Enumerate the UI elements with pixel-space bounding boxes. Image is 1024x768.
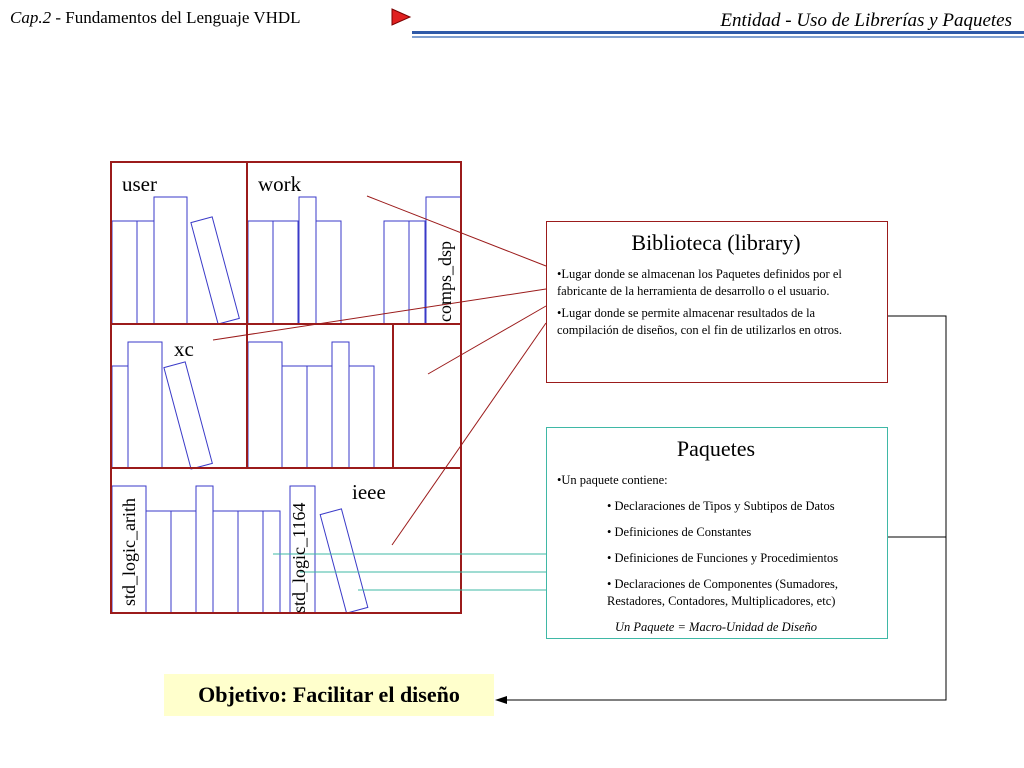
- package-item-1: • Declaraciones de Tipos y Subtipos de D…: [607, 499, 835, 513]
- book-label-std-logic-arith: std_logic_arith: [119, 498, 139, 606]
- package-note: Un Paquete = Macro-Unidad de Diseño: [614, 620, 818, 634]
- book: [247, 220, 274, 325]
- book: [153, 196, 188, 325]
- book: [163, 361, 213, 470]
- objective-bracket: [506, 315, 947, 701]
- book: [111, 220, 138, 325]
- book: [272, 220, 299, 325]
- package-box: Paquetes •Un paquete contiene: • Declara…: [546, 427, 888, 639]
- header-rule-light: [412, 36, 1024, 38]
- book: [170, 510, 197, 614]
- package-item-4: • Declaraciones de Componentes (Sumadore…: [607, 577, 839, 608]
- library-bullet-1: •Lugar donde se almacenan los Paquetes d…: [557, 267, 842, 298]
- arrow-head-icon: [495, 696, 507, 704]
- book: [319, 508, 369, 614]
- package-title: Paquetes: [676, 436, 756, 461]
- shelf-label-work: work: [258, 172, 302, 196]
- objective-callout: Objetivo: Facilitar el diseño: [164, 674, 494, 716]
- library-bullet-2: •Lugar donde se permite almacenar result…: [557, 306, 842, 337]
- next-slide-arrow-icon[interactable]: [390, 7, 414, 27]
- book: [190, 216, 240, 325]
- library-title: Biblioteca (library): [631, 230, 801, 255]
- book: [383, 220, 410, 325]
- book: [247, 341, 283, 469]
- shelf-label-user: user: [122, 172, 157, 196]
- book: [111, 365, 129, 469]
- book: [298, 196, 317, 325]
- library-box: Biblioteca (library) •Lugar donde se alm…: [546, 221, 888, 383]
- package-intro: •Un paquete contiene:: [557, 473, 668, 487]
- book: [281, 365, 308, 469]
- book: [262, 510, 281, 614]
- chapter-number: Cap.2: [10, 8, 52, 27]
- book: [145, 510, 172, 614]
- book-label-comps-dsp: comps_dsp: [435, 241, 455, 322]
- book: [136, 220, 155, 325]
- bookcase-frame: [110, 161, 462, 614]
- package-item-3: • Definiciones de Funciones y Procedimie…: [607, 551, 839, 565]
- book: [212, 510, 239, 614]
- book-label-std-logic-1164: std_logic_1164: [289, 502, 309, 613]
- package-connectors: [273, 553, 546, 591]
- book: [195, 485, 214, 614]
- header-rule: [412, 31, 1024, 34]
- book: [331, 341, 350, 469]
- book: [306, 365, 333, 469]
- shelf-label-ieee: ieee: [352, 480, 386, 504]
- book: [127, 341, 163, 469]
- book: [315, 220, 342, 325]
- book: [237, 510, 264, 614]
- section-title: Entidad - Uso de Librerías y Paquetes: [720, 10, 1012, 31]
- book: [348, 365, 375, 469]
- chapter-name: - Fundamentos del Lenguaje VHDL: [51, 8, 301, 27]
- chapter-title: Cap.2 - Fundamentos del Lenguaje VHDL: [10, 8, 301, 28]
- library-connectors: [212, 195, 547, 546]
- shelf-label-xc: xc: [174, 337, 194, 361]
- package-item-2: • Definiciones de Constantes: [607, 525, 752, 539]
